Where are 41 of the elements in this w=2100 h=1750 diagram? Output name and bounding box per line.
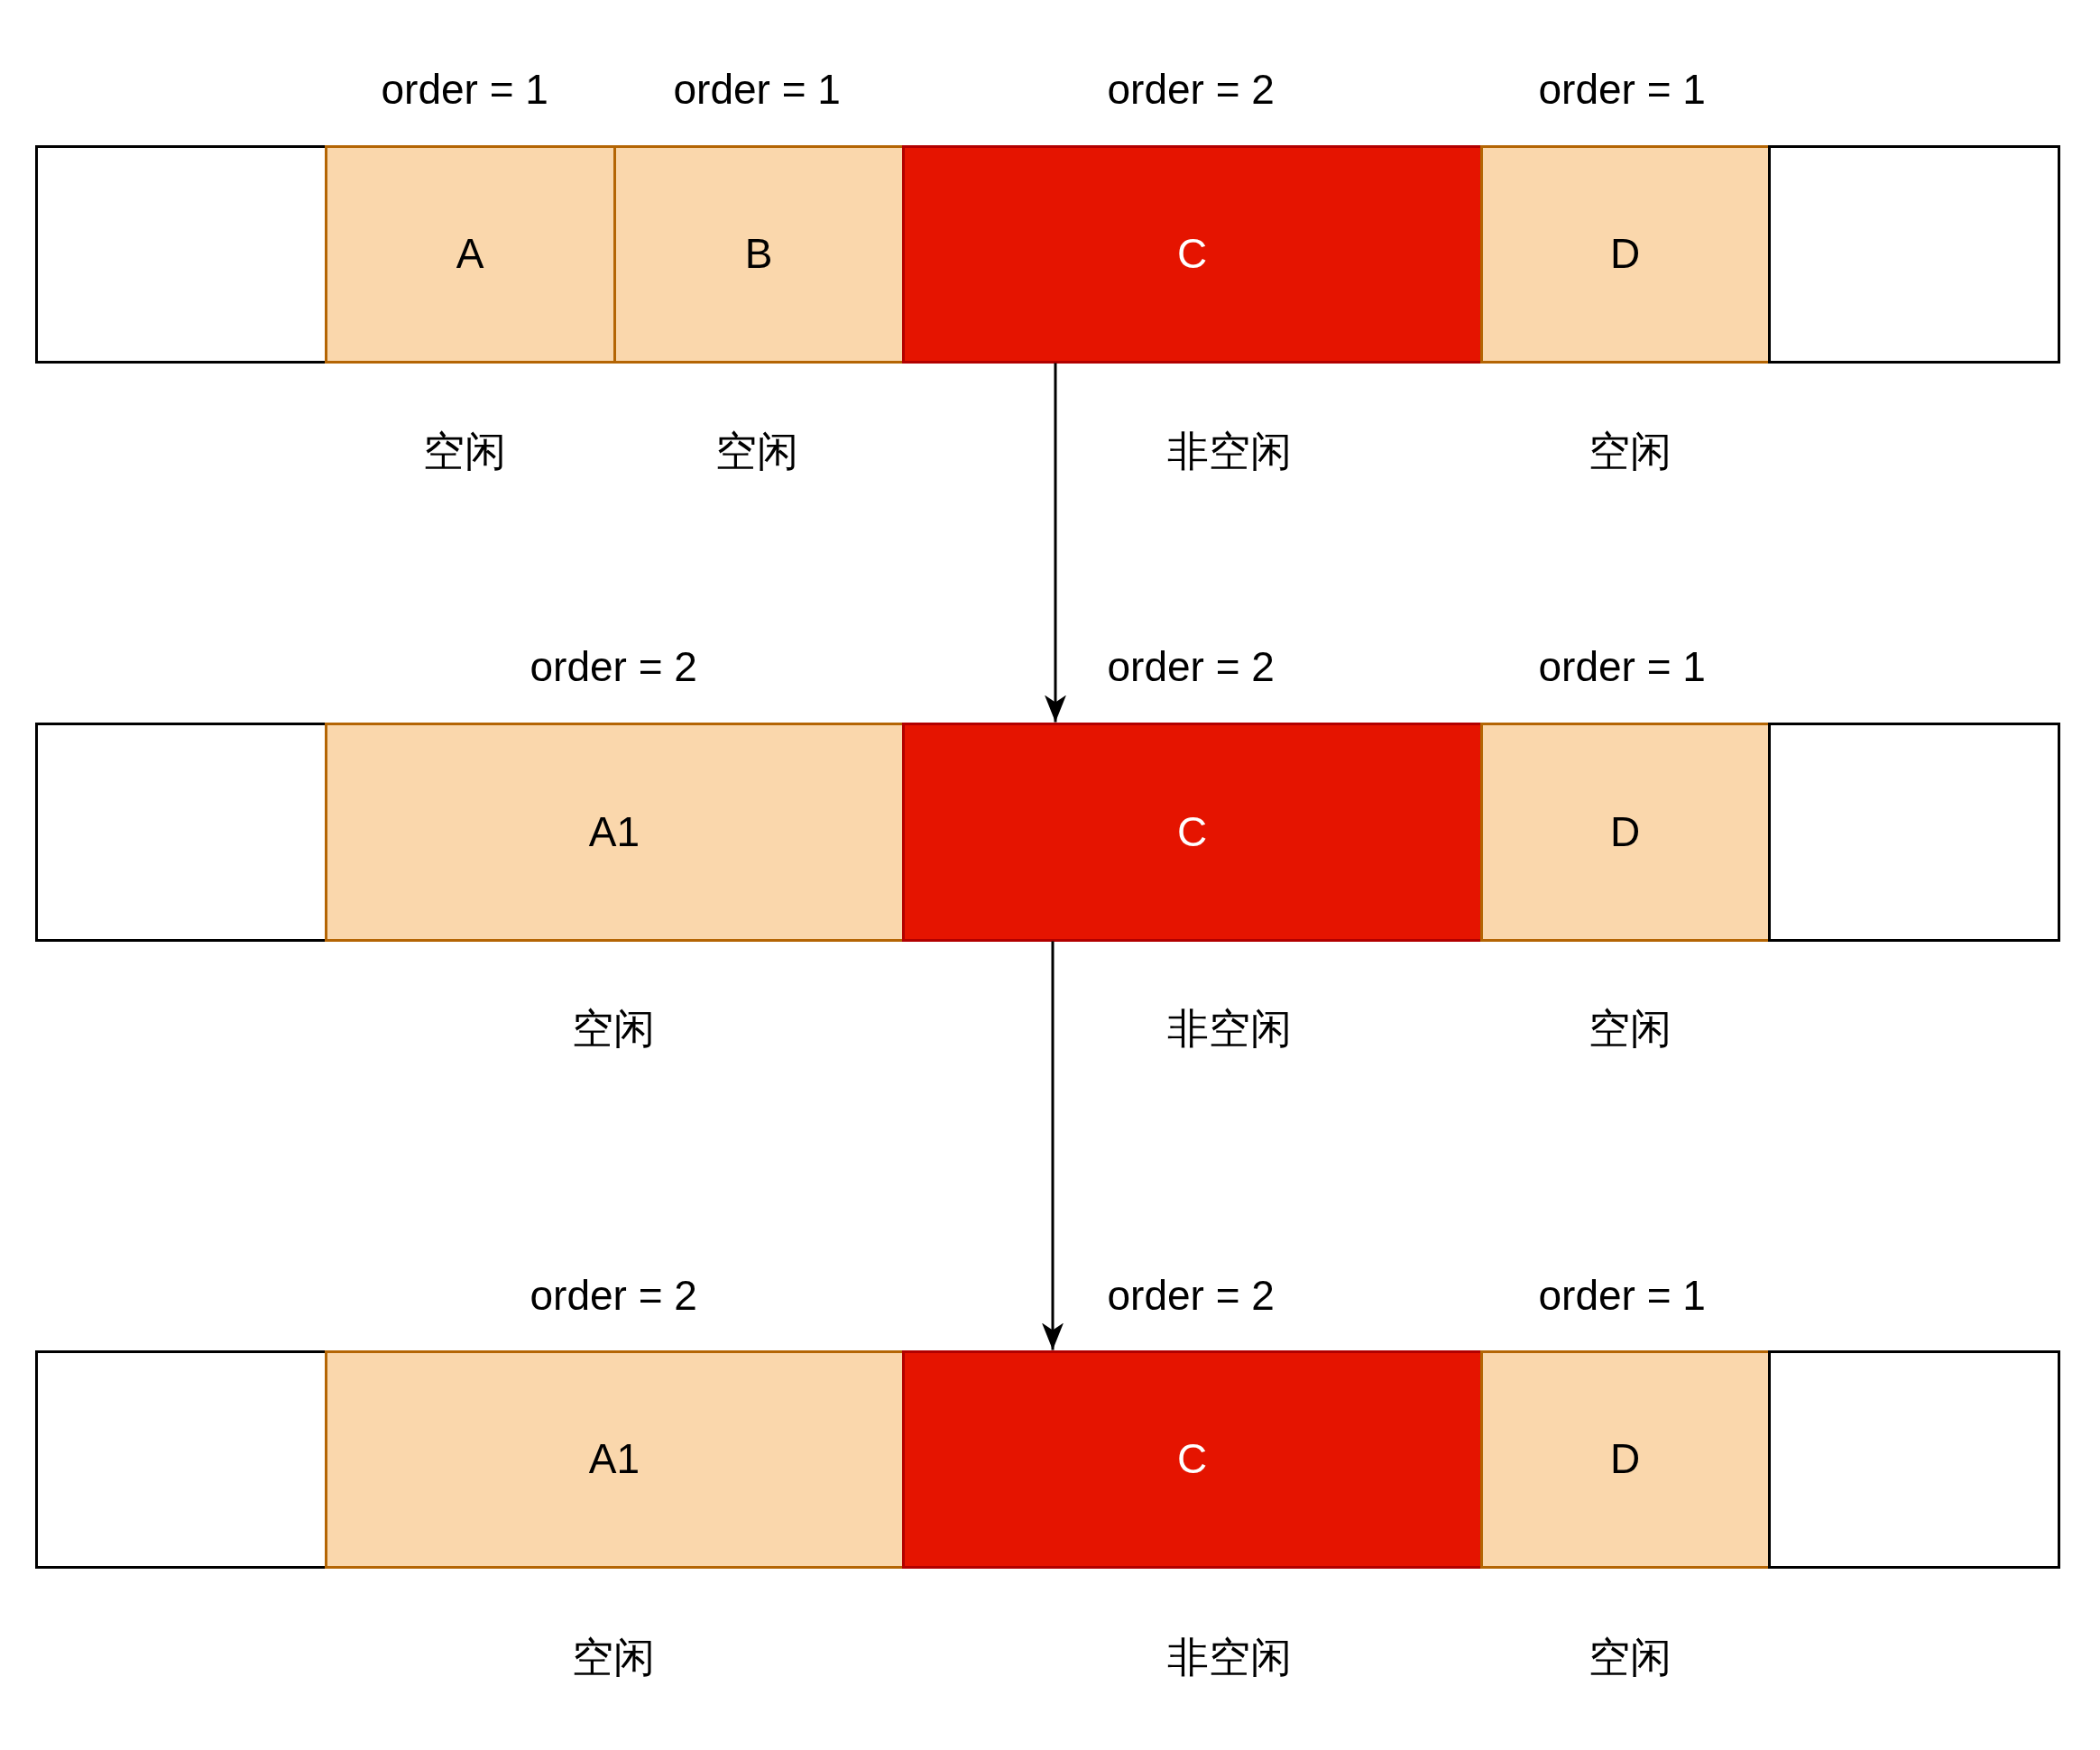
order-label: order = 2	[1107, 1272, 1275, 1319]
status-label: 空闲	[572, 1005, 655, 1052]
order-label: order = 1	[1538, 1272, 1706, 1319]
memory-block	[324, 1349, 905, 1569]
status-label: 非空闲	[1167, 428, 1292, 474]
block-label: A1	[588, 1436, 640, 1482]
status-label: 空闲	[1589, 428, 1672, 474]
status-label: 空闲	[572, 1634, 655, 1681]
block-label: D	[1609, 808, 1641, 855]
status-label: 空闲	[1589, 1634, 1672, 1681]
order-label: order = 2	[1107, 66, 1275, 113]
order-label: order = 2	[530, 1272, 697, 1319]
memory-block	[901, 722, 1483, 942]
block-label: A1	[588, 808, 640, 855]
memory-block	[901, 1349, 1483, 1569]
memory-block	[901, 144, 1483, 364]
status-label: 非空闲	[1167, 1634, 1292, 1681]
block-label: C	[1176, 231, 1208, 277]
block-label: D	[1609, 1436, 1641, 1482]
block-label: B	[744, 231, 773, 277]
order-label: order = 1	[1538, 643, 1706, 690]
block-label: C	[1176, 808, 1208, 855]
memory-block	[1479, 144, 1771, 364]
status-label: 空闲	[715, 428, 798, 474]
arrow	[1045, 363, 1066, 723]
status-label: 非空闲	[1167, 1005, 1292, 1052]
order-label: order = 1	[673, 66, 841, 113]
order-label: order = 1	[381, 66, 548, 113]
memory-block	[1479, 1349, 1771, 1569]
block-label: A	[456, 231, 484, 277]
block-label: C	[1176, 1436, 1208, 1482]
arrow	[1042, 941, 1064, 1350]
status-label: 空闲	[1589, 1005, 1672, 1052]
memory-block	[1479, 722, 1771, 942]
memory-block	[324, 144, 616, 364]
status-label: 空闲	[423, 428, 506, 474]
order-label: order = 1	[1538, 66, 1706, 113]
order-label: order = 2	[530, 643, 697, 690]
memory-block	[324, 722, 905, 942]
order-label: order = 2	[1107, 643, 1275, 690]
block-label: D	[1609, 231, 1641, 277]
